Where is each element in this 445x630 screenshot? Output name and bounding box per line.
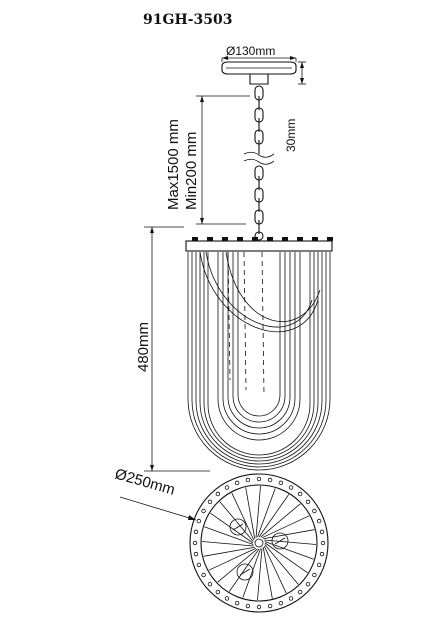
glass-loops	[187, 252, 331, 471]
diameter-leader: Ø250mm	[113, 466, 197, 521]
canopy-height-dimension: 30mm	[284, 61, 306, 152]
height-label: 480mm	[135, 322, 152, 372]
fixture-side-view	[185, 237, 333, 471]
canopy-diameter-dimension: Ø130mm	[221, 44, 297, 62]
diameter-label: Ø250mm	[113, 466, 177, 499]
suspension-chain	[243, 85, 275, 241]
model-number: 91GH-3503	[143, 12, 232, 28]
chain-max-label: Max1500 mm	[165, 119, 182, 210]
chain-min-label: Min200 mm	[183, 132, 200, 210]
top-band-bolts	[192, 237, 333, 241]
chain-length-dimension: Max1500 mm Min200 mm	[165, 95, 250, 225]
canopy-height-label: 30mm	[284, 119, 298, 152]
canopy	[221, 61, 297, 85]
height-dimension: 480mm	[135, 226, 210, 472]
fixture-bottom-view	[189, 473, 329, 613]
canopy-diameter-label: Ø130mm	[226, 44, 275, 58]
